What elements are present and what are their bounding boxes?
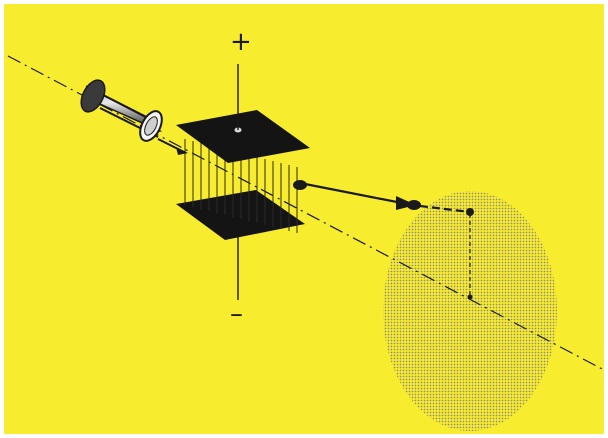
- beam-arrow-entry: [176, 147, 188, 155]
- negative-sign: –: [230, 299, 243, 329]
- positive-plate: [176, 110, 310, 163]
- positive-sign: +: [230, 27, 252, 57]
- electron-gun: [80, 79, 163, 142]
- screen: [383, 191, 557, 431]
- screen-center-point: [467, 294, 473, 300]
- electron-impact-point: [466, 208, 474, 216]
- beam-axis-line: [7, 55, 605, 371]
- deflected-beam: [293, 180, 474, 216]
